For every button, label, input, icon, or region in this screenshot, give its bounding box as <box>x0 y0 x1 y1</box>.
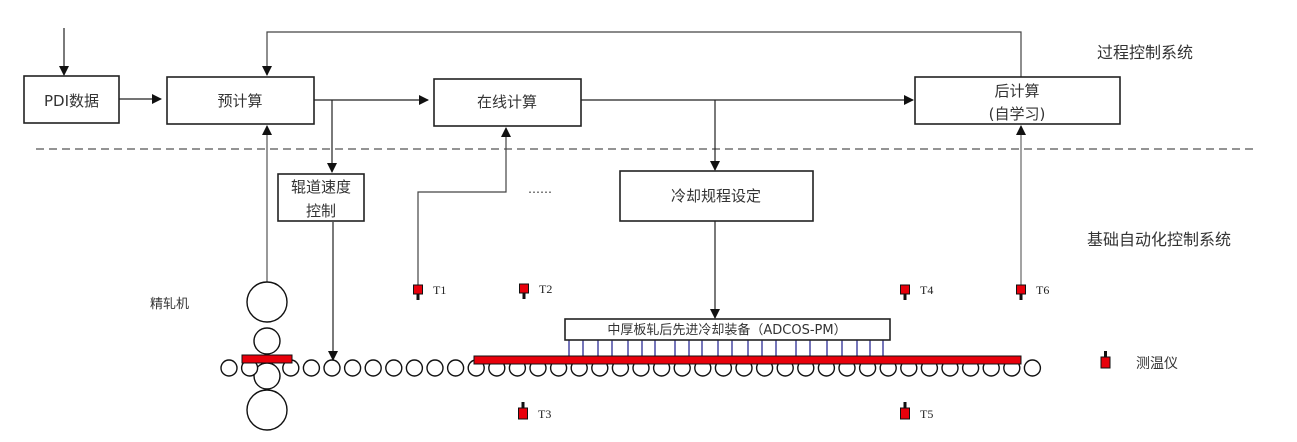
ellipsis-text: …… <box>528 182 552 196</box>
thermometer-t1: T1 <box>413 283 446 300</box>
post-calc-block[interactable]: 后计算 (自学习) <box>914 76 1121 125</box>
roller-speed-control-block[interactable]: 辊道速度 控制 <box>277 173 365 222</box>
arrow-T1-to-online <box>417 127 511 287</box>
mill-backup-roll-top <box>246 281 288 323</box>
cooling-schedule-label: 冷却规程设定 <box>671 187 761 205</box>
finishing-mill-label: 精轧机 <box>150 297 189 312</box>
roller <box>343 359 362 377</box>
cooling-device-label: 中厚板轧后先进冷却装备（ADCOS-PM） <box>607 322 846 338</box>
roller <box>405 359 424 377</box>
roller <box>302 359 321 377</box>
post-calc-label-1: 后计算 <box>994 82 1039 100</box>
cooling-schedule-block[interactable]: 冷却规程设定 <box>619 170 814 222</box>
thermometer-label: T1 <box>433 283 446 297</box>
thermometer-label: T5 <box>920 407 933 421</box>
mill-work-roll-top <box>253 327 281 355</box>
roller <box>446 359 465 377</box>
cooling-nozzles <box>568 340 884 356</box>
thermometer-label: T2 <box>539 282 552 296</box>
pdi-data-block[interactable]: PDI数据 <box>23 75 120 124</box>
zone-label-basic: 基础自动化控制系统 <box>1087 230 1231 249</box>
roller <box>364 359 382 377</box>
plate-on-cooling-table <box>473 355 1022 365</box>
roller-speed-label-2: 控制 <box>306 202 336 220</box>
thermometer-t4: T4 <box>900 283 933 300</box>
post-calc-label-2: (自学习) <box>989 105 1046 123</box>
roller <box>385 359 403 377</box>
thermometer-label: T4 <box>920 283 933 297</box>
roller <box>1023 359 1042 377</box>
zone-label-process: 过程控制系统 <box>1097 43 1193 62</box>
roller <box>220 359 238 377</box>
pre-calc-block[interactable]: 预计算 <box>166 76 315 125</box>
mill-backup-roll-bottom <box>246 389 288 431</box>
cooling-device[interactable]: 中厚板轧后先进冷却装备（ADCOS-PM） <box>564 318 891 356</box>
thermometer-t5: T5 <box>900 402 933 421</box>
roller <box>323 359 341 377</box>
thermometer-legend-icon <box>1100 351 1111 369</box>
thermometer-t6: T6 <box>1016 283 1049 300</box>
online-calc-block[interactable]: 在线计算 <box>433 78 582 127</box>
thermometer-t2: T2 <box>519 282 552 299</box>
online-calc-label: 在线计算 <box>477 93 537 111</box>
feedback-arrow-postcalc-to-precalc <box>262 31 1022 100</box>
legend-label: 测温仪 <box>1136 356 1178 372</box>
pdi-data-label: PDI数据 <box>44 92 99 110</box>
legend: 测温仪 <box>1100 351 1178 372</box>
thermometer-label: T6 <box>1036 283 1049 297</box>
pre-calc-label: 预计算 <box>217 92 262 110</box>
plate-in-mill <box>241 354 293 364</box>
thermometer-t3: T3 <box>518 402 551 421</box>
thermometer-label: T3 <box>538 407 551 421</box>
roller <box>426 359 444 377</box>
roller-speed-label-1: 辊道速度 <box>291 178 351 196</box>
